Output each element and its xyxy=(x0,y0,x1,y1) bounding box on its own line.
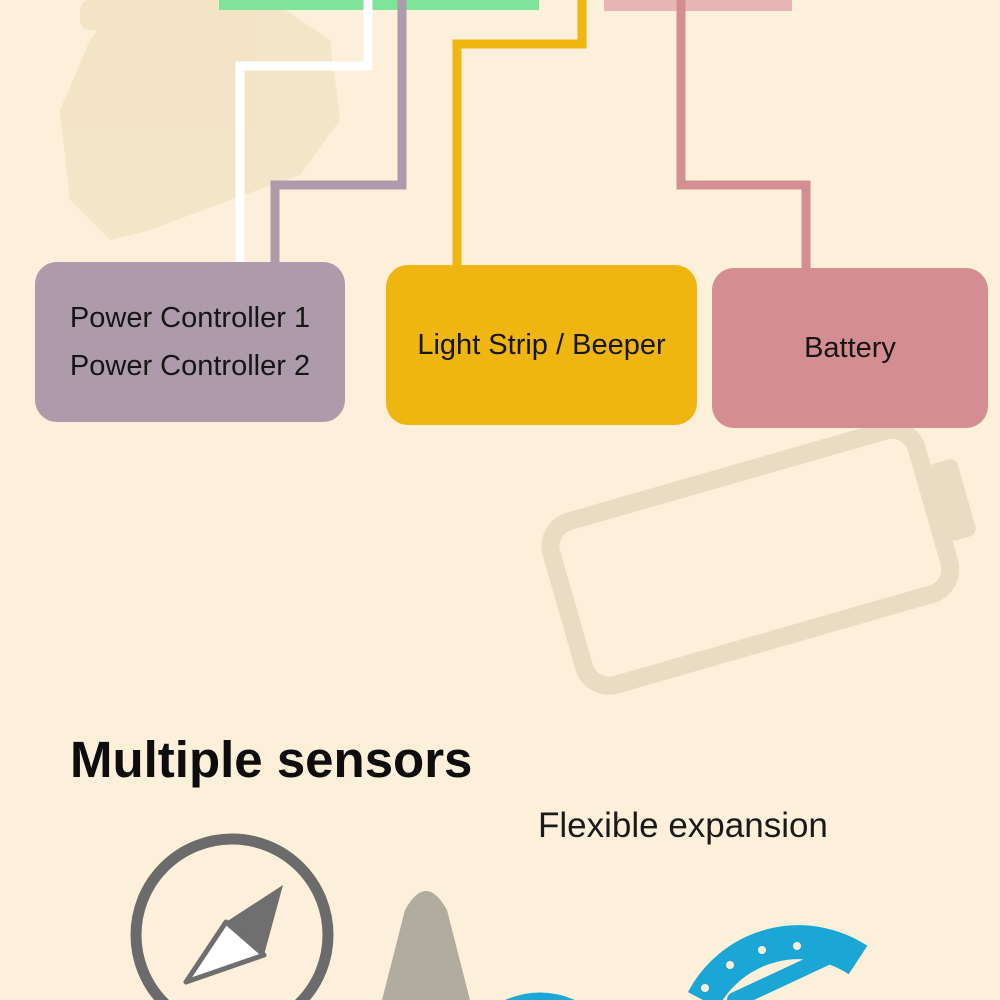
top-green-block xyxy=(219,0,539,10)
power-controller-1-label: Power Controller 1 xyxy=(69,302,311,334)
light-strip-beeper-node: Light Strip / Beeper xyxy=(386,265,697,425)
yellow-wire xyxy=(452,0,587,265)
drone-watermark-icon xyxy=(60,0,340,240)
section-heading: Multiple sensors xyxy=(70,731,473,788)
section-subheading: Flexible expansion xyxy=(538,806,828,845)
white-wire xyxy=(235,0,373,262)
power-controller-2-label: Power Controller 2 xyxy=(69,350,311,382)
battery-node: Battery xyxy=(712,268,988,428)
mauve-wire xyxy=(270,0,407,262)
battery-watermark-icon xyxy=(541,420,976,695)
pink-wire xyxy=(676,0,811,268)
power-controller-node: Power Controller 1 Power Controller 2 xyxy=(35,262,345,422)
top-pink-block xyxy=(604,0,792,11)
light-strip-beeper-label: Light Strip / Beeper xyxy=(417,329,666,361)
battery-label: Battery xyxy=(804,332,896,364)
